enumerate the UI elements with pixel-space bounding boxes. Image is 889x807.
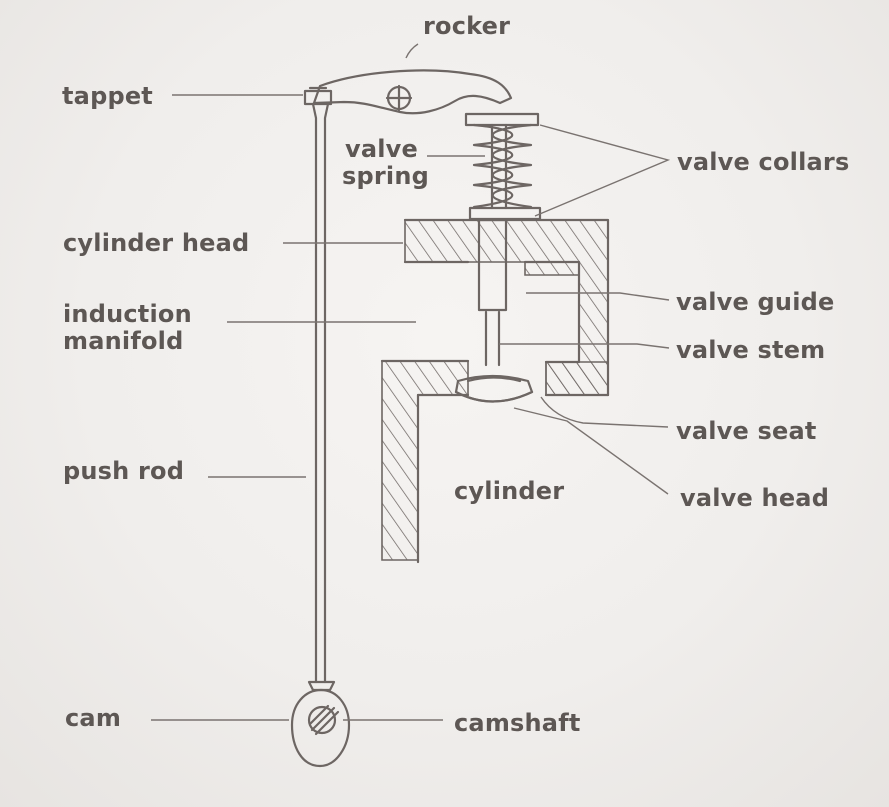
label-valve-head: valve head: [680, 484, 829, 512]
diagram-labels: rocker tappet valve spring valve collars…: [62, 12, 849, 737]
label-valve-spring-line1: valve: [345, 135, 418, 163]
label-rocker: rocker: [423, 12, 510, 40]
label-valve-stem: valve stem: [676, 336, 825, 364]
label-tappet: tappet: [62, 82, 153, 110]
label-camshaft: camshaft: [454, 709, 581, 737]
push-rod-assembly: [290, 102, 351, 768]
label-valve-spring-line2: spring: [342, 162, 429, 190]
label-cylinder: cylinder: [454, 477, 564, 505]
label-cylinder-head: cylinder head: [63, 229, 249, 257]
label-valve-guide: valve guide: [676, 288, 835, 316]
label-cam: cam: [65, 704, 121, 732]
label-valve-seat: valve seat: [676, 417, 817, 445]
leader-lines: [151, 43, 671, 721]
label-push-rod: push rod: [63, 457, 184, 485]
label-induction-manifold-line2: manifold: [63, 327, 183, 355]
label-valve-collars: valve collars: [677, 148, 849, 176]
valve-spring: [464, 112, 542, 221]
cylinder-head-structure: [380, 218, 610, 564]
label-induction-manifold-line1: induction: [63, 300, 192, 328]
rocker: [303, 69, 513, 115]
